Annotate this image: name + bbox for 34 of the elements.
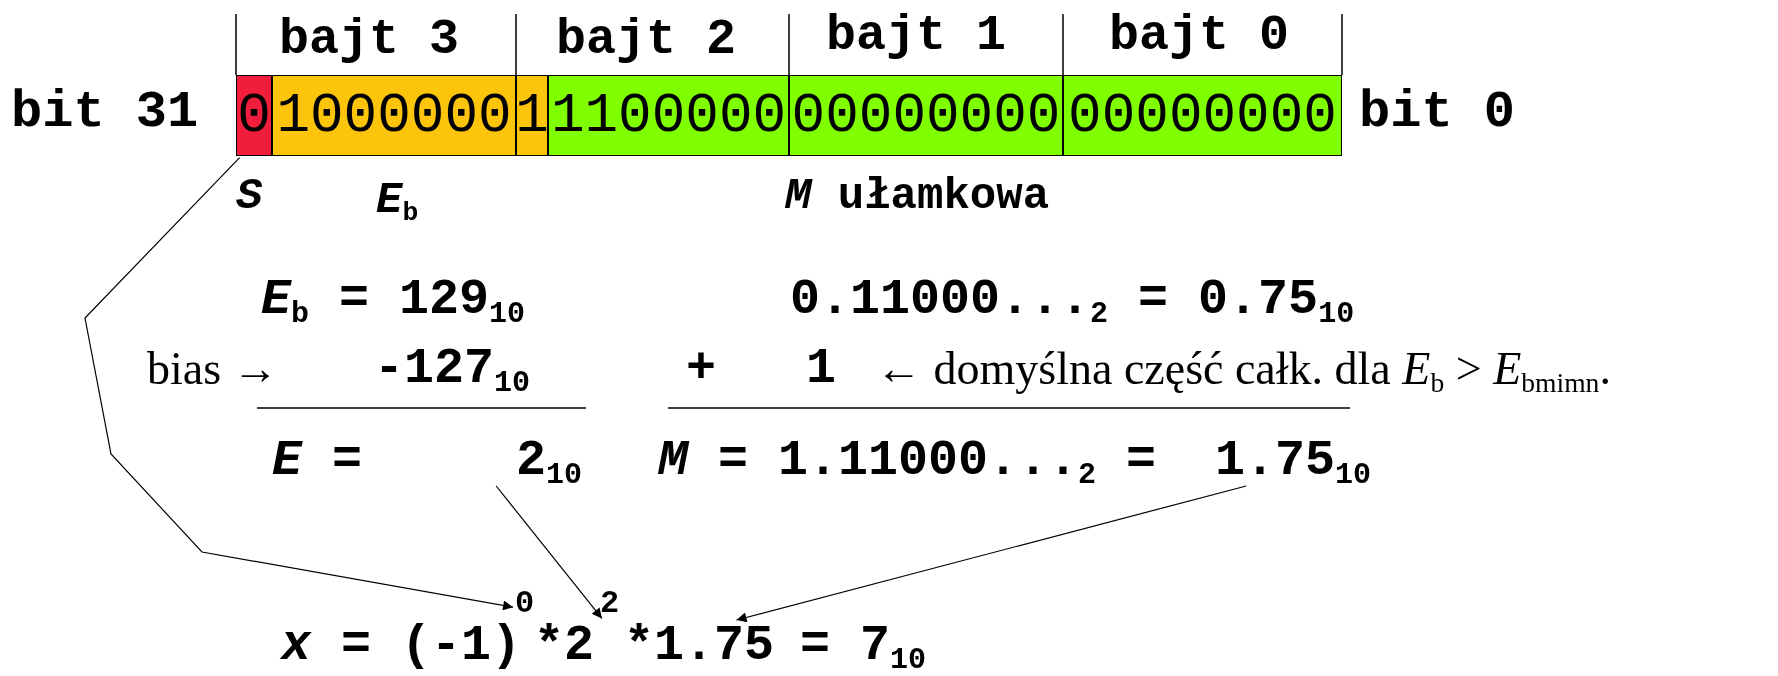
byte-heading: bajt 1 — [826, 11, 1007, 61]
bit-field-cell: 1100000 — [548, 75, 789, 156]
bit-field-cell: 00000000 — [1063, 75, 1342, 156]
bit-field-cell: 1 — [516, 75, 548, 156]
bit-index-label: bit 31 — [11, 87, 199, 139]
mantissa-factor: *1.75 — [624, 621, 775, 671]
equation-line: E = — [272, 436, 363, 486]
bias-label: bias → — [147, 346, 279, 392]
note-text: ← domyślna część całk. dla E$_{b}$ > E$_{bmimn}$. — [876, 346, 1611, 392]
byte-heading: bajt 2 — [556, 15, 737, 65]
exponent-value: 2$_{10}$ — [516, 436, 583, 486]
arrow — [84, 157, 514, 611]
bit-index-label: bit 0 — [1359, 87, 1516, 139]
bit-field-cell: 1000000 — [272, 75, 516, 156]
field-label: S — [236, 174, 263, 218]
exponent-superscript: 0 — [515, 588, 535, 620]
formula-text: x = (-1) — [281, 621, 522, 671]
arrow — [735, 485, 1247, 623]
mantissa-value: 1.75$_{10}$ — [1215, 436, 1372, 486]
arrow — [495, 485, 603, 619]
bit-field-cell: 00000000 — [789, 75, 1063, 156]
equation-line: E$_{b}$ = 129$_{10}$ — [261, 275, 526, 325]
equation-line: + 1 — [686, 344, 837, 394]
field-label: E$_{b}$ — [376, 178, 419, 222]
equation-line: 0.11000...$_{2}$ = 0.75$_{10}$ — [790, 275, 1355, 325]
formula-text: *2 — [534, 621, 594, 671]
byte-heading: bajt 3 — [279, 15, 460, 65]
bit-field-cell: 0 — [236, 75, 272, 156]
formula-text: = 7$_{10}$ — [800, 621, 927, 671]
equation-line: M = 1.11000...$_{2}$ = — [658, 436, 1157, 486]
exponent-superscript: 2 — [600, 588, 620, 620]
byte-heading: bajt 0 — [1109, 11, 1290, 61]
field-label: M ułamkowa — [785, 174, 1050, 218]
equation-line: -127$_{10}$ — [374, 344, 531, 394]
